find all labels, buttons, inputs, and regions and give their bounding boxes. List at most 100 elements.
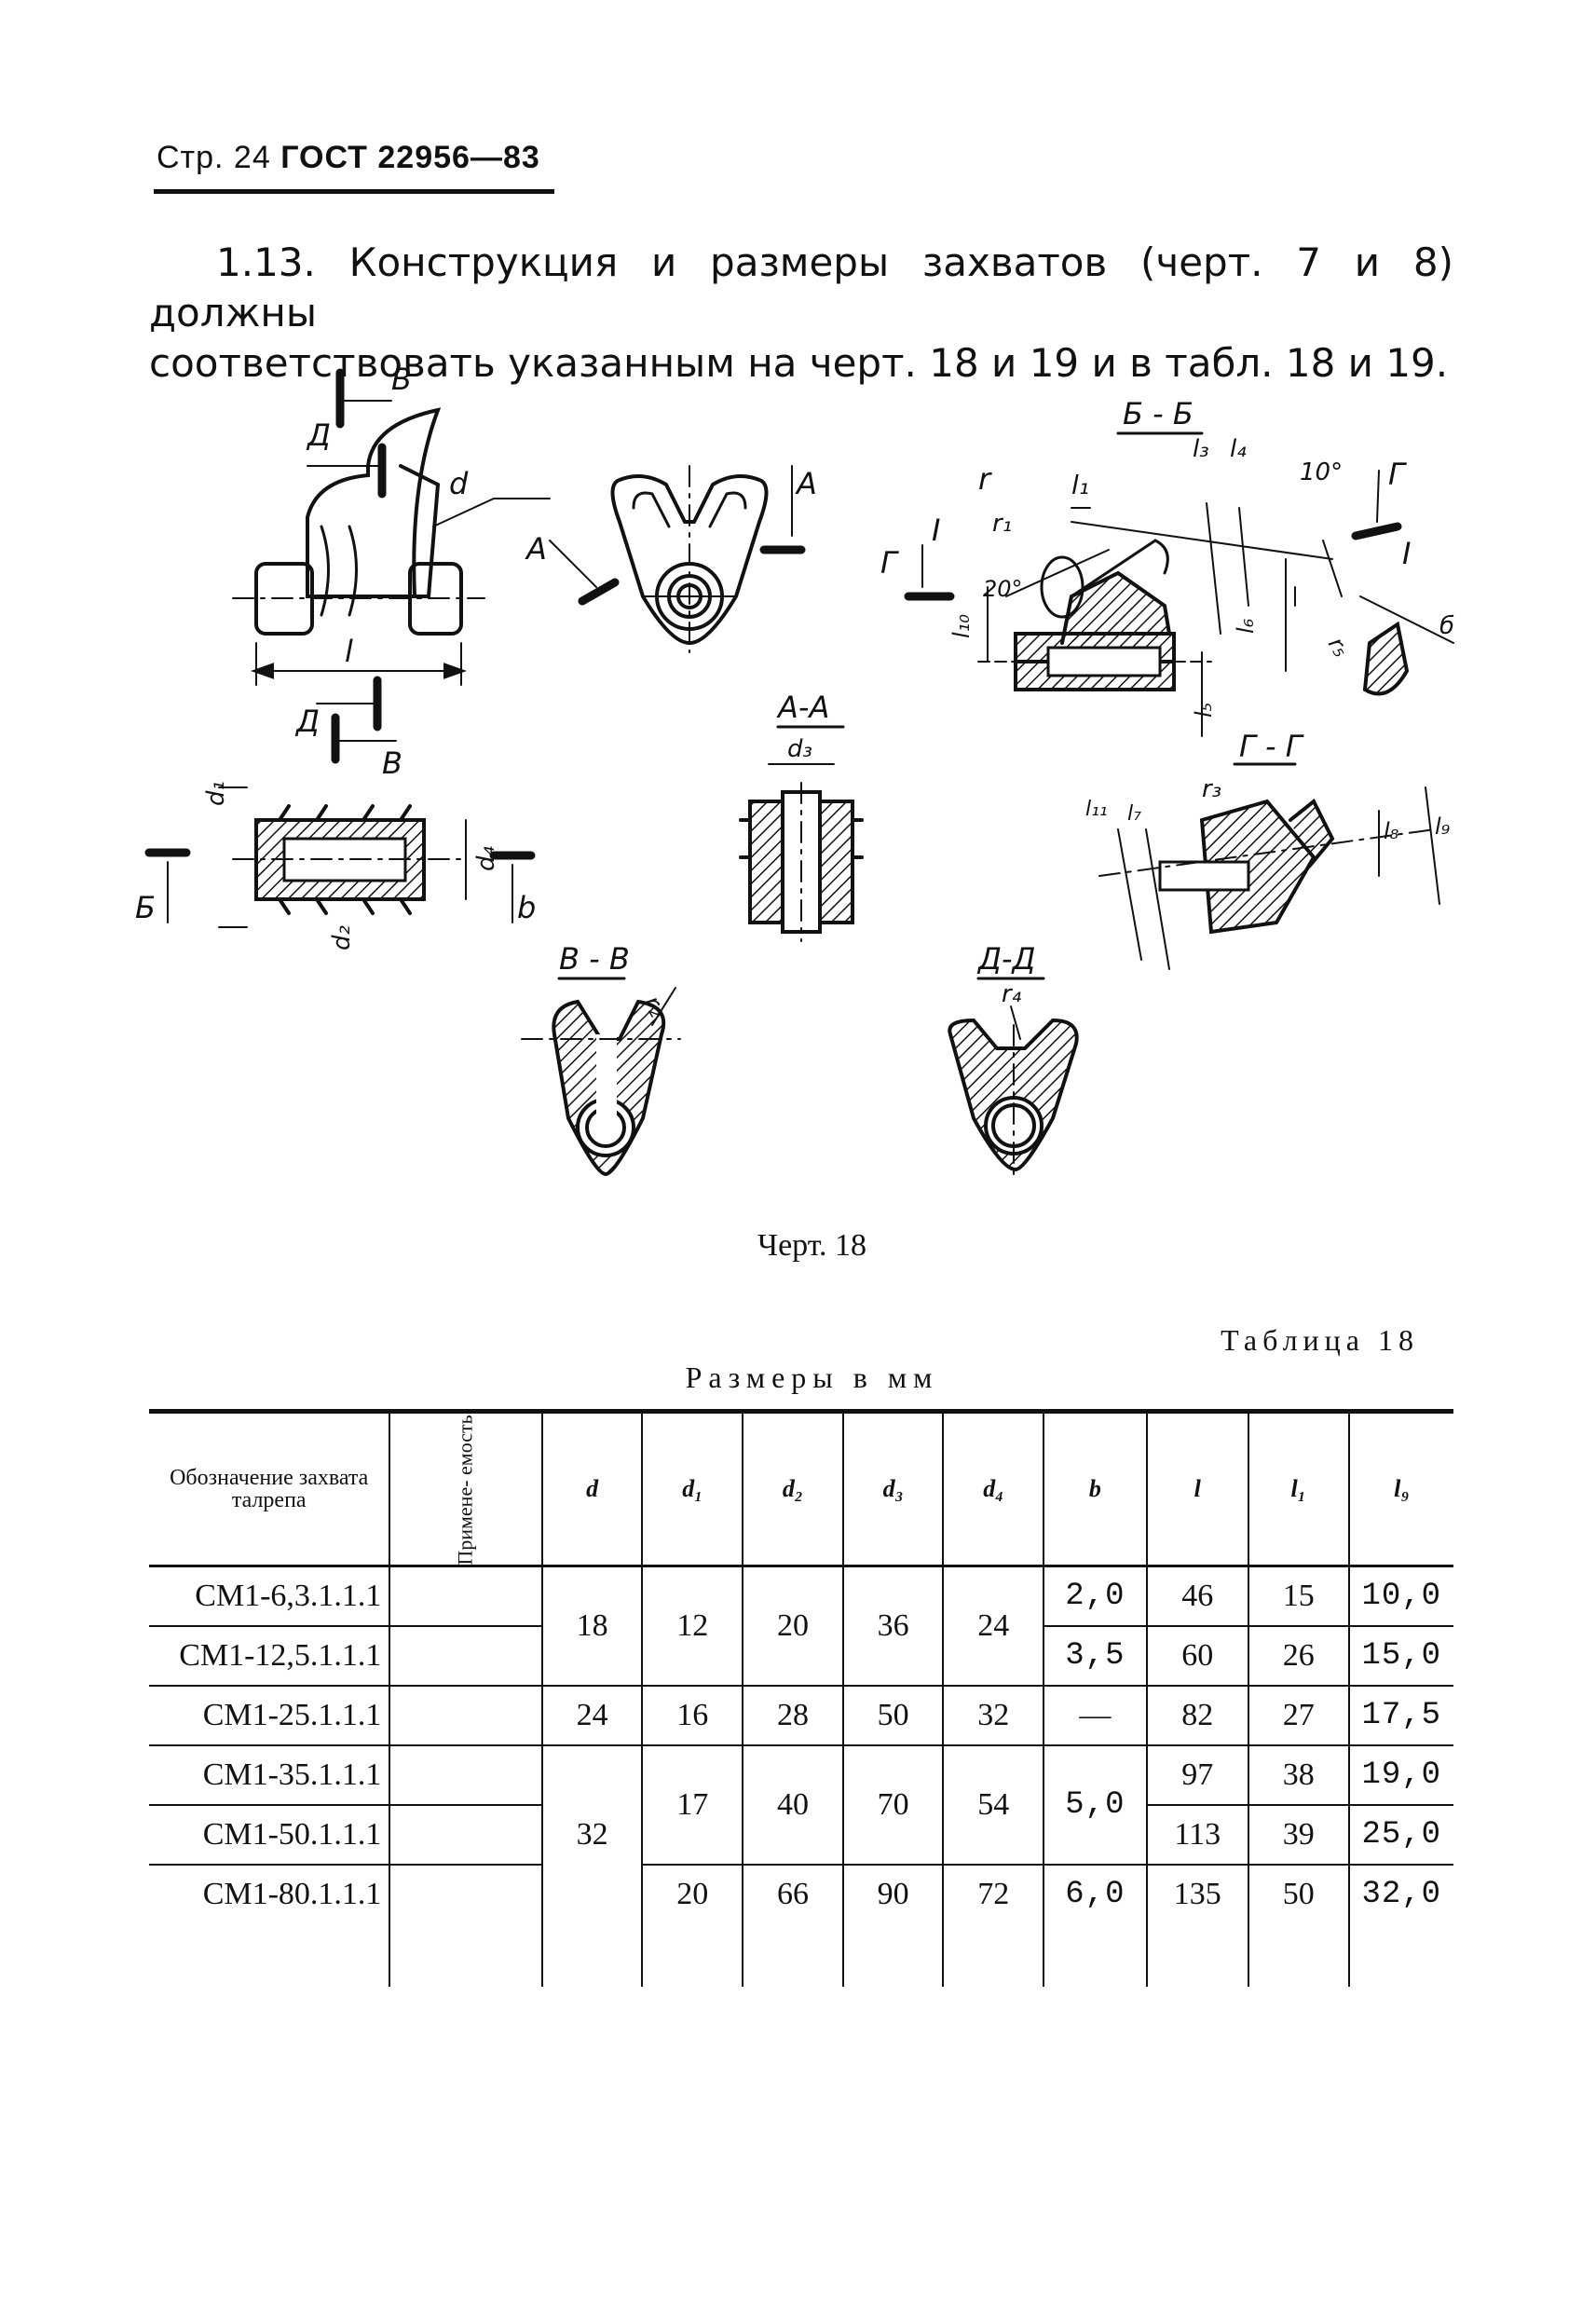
cell-d2: 20 bbox=[742, 1566, 843, 1687]
cell-empty bbox=[1247, 1923, 1349, 1987]
label-d2: d₂ bbox=[328, 925, 356, 950]
label-b-it: b bbox=[517, 890, 536, 925]
cell-designation: СМ1-35.1.1.1 bbox=[149, 1745, 390, 1806]
dimensions-table: Обозначение захвата талрепа Примене- емо… bbox=[149, 1409, 1453, 1987]
label-b-small: б bbox=[1439, 612, 1454, 640]
drawing-18: В Д d l Д В А А Б - Б r r₁ l₁ l₃ l₄ 10° … bbox=[135, 362, 1454, 1180]
label-i-right: I bbox=[1402, 536, 1411, 571]
col-d1: d₁ bbox=[641, 1409, 743, 1567]
label-20deg: 20° bbox=[983, 576, 1023, 602]
cell-empty bbox=[641, 1923, 743, 1987]
table-caption: Таблица 18 bbox=[1221, 1323, 1419, 1357]
col-designation: Обозначение захвата талрепа bbox=[149, 1409, 390, 1567]
col-l1: l₁ bbox=[1247, 1409, 1349, 1567]
cell-l: 113 bbox=[1145, 1805, 1248, 1866]
view-axle bbox=[144, 786, 536, 928]
cell-empty bbox=[389, 1923, 542, 1987]
intro-line-2: соответствовать указанным на черт. 18 и … bbox=[149, 340, 1449, 386]
drawing-caption: Черт. 18 bbox=[757, 1228, 867, 1263]
cell-d1: 16 bbox=[641, 1686, 743, 1746]
table-row: СМ1-35.1.1.1 32 17 40 70 54 5,0 97 38 19… bbox=[149, 1745, 1453, 1923]
cell-l1: 27 bbox=[1247, 1686, 1349, 1746]
cell-b: 2,0 bbox=[1043, 1566, 1147, 1627]
label-dd: Д-Д bbox=[976, 941, 1036, 977]
col-l: l bbox=[1145, 1409, 1248, 1567]
label-d4: d₄ bbox=[472, 845, 500, 871]
cell-empty bbox=[742, 1923, 843, 1987]
table-row-tail bbox=[149, 1923, 1453, 1987]
label-a-right: А bbox=[795, 466, 817, 501]
cell-d3: 70 bbox=[841, 1745, 944, 1866]
label-v-top: В bbox=[391, 362, 412, 397]
cell-applicability bbox=[389, 1566, 542, 1627]
cell-l9: 32,0 bbox=[1347, 1865, 1453, 1923]
label-l9: l₉ bbox=[1435, 814, 1451, 840]
label-g-right: Г bbox=[1388, 457, 1407, 492]
label-l6: l₆ bbox=[1233, 618, 1259, 634]
label-l8: l₈ bbox=[1384, 818, 1399, 844]
col-d4: d₄ bbox=[942, 1409, 1044, 1567]
label-r3: r₃ bbox=[1202, 775, 1221, 803]
section-v-v bbox=[521, 977, 681, 1177]
cell-l: 82 bbox=[1145, 1686, 1248, 1746]
cell-l1: 15 bbox=[1247, 1566, 1349, 1627]
cell-l: 135 bbox=[1145, 1865, 1248, 1923]
cell-l9: 15,0 bbox=[1347, 1626, 1453, 1687]
cell-empty bbox=[1043, 1923, 1147, 1987]
label-d-bottom: Д bbox=[294, 704, 320, 739]
cell-designation: СМ1-6,3.1.1.1 bbox=[149, 1566, 390, 1627]
cell-l1: 50 bbox=[1247, 1865, 1349, 1923]
cell-d: 24 bbox=[540, 1686, 643, 1746]
label-g-left: Г bbox=[880, 545, 899, 581]
label-d3: d₃ bbox=[787, 735, 812, 763]
cell-d2: 28 bbox=[742, 1686, 843, 1746]
view-end bbox=[549, 465, 806, 653]
table-header-row: Обозначение захвата талрепа Примене- емо… bbox=[149, 1409, 1453, 1567]
label-l1: l₁ bbox=[1071, 470, 1089, 500]
intro-paragraph: 1.13. Конструкция и размеры захватов (че… bbox=[149, 238, 1453, 389]
cell-l: 97 bbox=[1145, 1745, 1248, 1806]
label-r: r bbox=[978, 461, 992, 497]
cell-empty bbox=[1347, 1923, 1453, 1987]
cell-l9: 10,0 bbox=[1347, 1566, 1453, 1627]
table-row: СМ1-12,5.1.1.1 3,5 60 26 15,0 bbox=[149, 1626, 1453, 1687]
table-row: СМ1-80.1.1.1 20 66 90 72 6,0 135 50 32,0 bbox=[149, 1865, 1453, 1923]
cell-d: 32 bbox=[540, 1745, 643, 1923]
cell-l: 46 bbox=[1145, 1566, 1248, 1627]
label-vv: В - В bbox=[559, 941, 630, 977]
cell-empty bbox=[942, 1923, 1044, 1987]
cell-l1: 38 bbox=[1247, 1745, 1349, 1806]
col-applicability-label: Примене- емость bbox=[454, 1415, 478, 1566]
page-header: Стр. 24 ГОСТ 22956—83 bbox=[157, 140, 540, 176]
col-d2: d₂ bbox=[742, 1409, 843, 1567]
col-d3: d₃ bbox=[841, 1409, 944, 1567]
section-d-d bbox=[948, 977, 1079, 1180]
cell-d1: 20 bbox=[641, 1865, 743, 1923]
label-l11: l₁₁ bbox=[1085, 798, 1108, 821]
label-r1: r₁ bbox=[992, 510, 1012, 538]
cell-l: 60 bbox=[1145, 1626, 1248, 1687]
cell-designation: СМ1-50.1.1.1 bbox=[149, 1805, 390, 1866]
section-b-b bbox=[904, 431, 1454, 737]
cell-d3: 50 bbox=[841, 1686, 944, 1746]
table-row: СМ1-50.1.1.1 113 39 25,0 bbox=[149, 1805, 1453, 1866]
col-l9: l₉ bbox=[1347, 1409, 1453, 1567]
cell-d2: 66 bbox=[742, 1865, 843, 1923]
label-v-bottom: В bbox=[382, 745, 402, 781]
label-r5: r₅ bbox=[1323, 633, 1355, 662]
label-a-left: А bbox=[525, 531, 547, 567]
cell-b: 3,5 bbox=[1043, 1626, 1147, 1687]
intro-line-1: 1.13. Конструкция и размеры захватов (че… bbox=[149, 239, 1453, 335]
label-r4: r₄ bbox=[1002, 980, 1022, 1008]
cell-d4: 32 bbox=[942, 1686, 1044, 1746]
table-row: СМ1-6,3.1.1.1 18 12 20 36 24 2,0 46 15 1… bbox=[149, 1566, 1453, 1687]
cell-applicability bbox=[389, 1626, 542, 1687]
label-i-left: I bbox=[932, 513, 940, 548]
view-side bbox=[232, 368, 551, 764]
label-10deg: 10° bbox=[1300, 458, 1343, 486]
label-l7: l₇ bbox=[1127, 802, 1141, 826]
cell-empty bbox=[540, 1923, 643, 1987]
cell-d4: 72 bbox=[942, 1865, 1044, 1923]
cell-l1: 26 bbox=[1247, 1626, 1349, 1687]
cell-designation: СМ1-25.1.1.1 bbox=[149, 1686, 390, 1746]
